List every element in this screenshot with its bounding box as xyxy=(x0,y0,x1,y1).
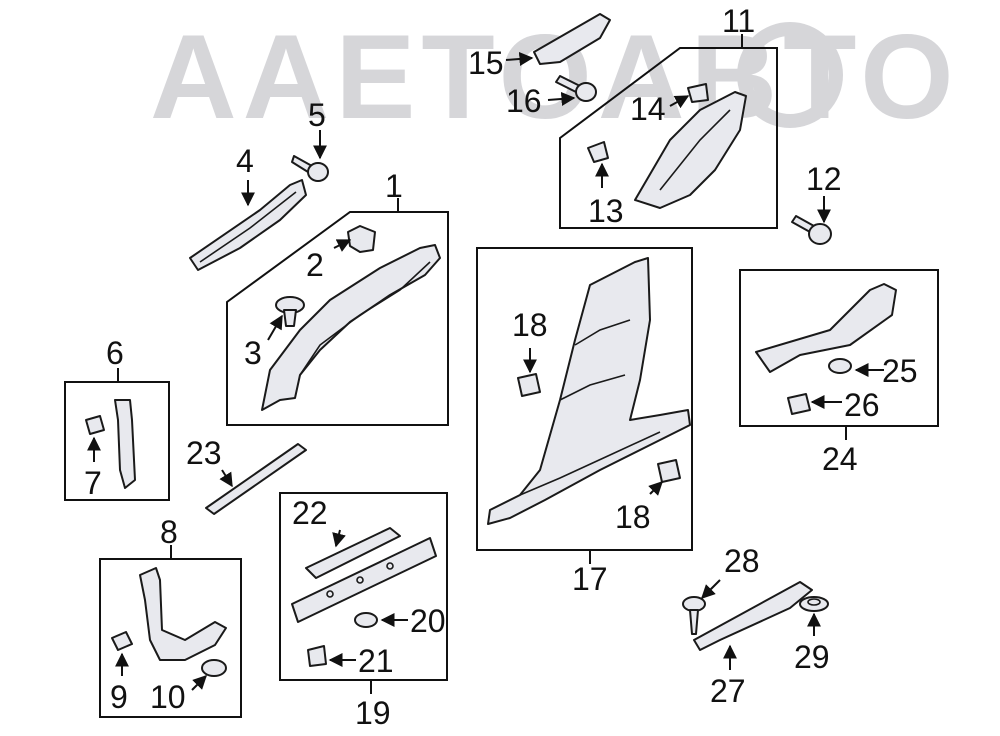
group-1: 1 2 3 xyxy=(226,168,449,426)
callout-16: 16 xyxy=(506,83,542,119)
callout-6: 6 xyxy=(106,335,124,371)
callout-20: 20 xyxy=(410,603,446,639)
nut-29: 29 xyxy=(794,596,830,675)
callout-1: 1 xyxy=(385,168,403,204)
watermark-logo: AAETOABTO xyxy=(150,10,954,144)
watermark-ring-icon xyxy=(737,22,843,128)
callout-29: 29 xyxy=(794,639,830,675)
trim-8 xyxy=(139,567,227,661)
group-11: 11 13 14 xyxy=(559,3,778,229)
bolt-28: 28 xyxy=(682,543,760,635)
callout-21: 21 xyxy=(358,643,394,679)
callout-25: 25 xyxy=(882,353,918,389)
sill-plate-19 xyxy=(291,537,437,623)
clip-13 xyxy=(587,141,609,163)
callout-3: 3 xyxy=(244,335,262,371)
b-pillar-trim-17 xyxy=(487,257,691,525)
strip-23: 23 xyxy=(186,435,307,515)
clip-9 xyxy=(111,631,133,651)
callout-17: 17 xyxy=(572,561,608,597)
bolt-16: 16 xyxy=(506,75,597,119)
group-19-frame xyxy=(279,492,448,681)
group-8: 8 9 10 xyxy=(99,514,242,718)
callout-15: 15 xyxy=(468,45,504,81)
callout-14: 14 xyxy=(630,91,666,127)
clip-21 xyxy=(307,645,327,667)
callout-18-upper: 18 xyxy=(512,307,548,343)
callout-28: 28 xyxy=(724,543,760,579)
push-pin-20 xyxy=(354,612,378,628)
trim-24 xyxy=(755,283,897,373)
callout-19: 19 xyxy=(355,695,391,731)
callout-4: 4 xyxy=(236,143,254,179)
callout-13: 13 xyxy=(588,193,624,229)
group-19: 22 20 21 19 xyxy=(279,492,448,731)
callout-9: 9 xyxy=(110,679,128,715)
callout-12: 12 xyxy=(806,161,842,197)
callout-8: 8 xyxy=(160,514,178,550)
group-1-frame xyxy=(226,211,449,426)
a-pillar-trim xyxy=(261,244,441,411)
clip-18-upper xyxy=(517,373,541,397)
clip-18-lower xyxy=(657,459,681,483)
clip-2 xyxy=(347,225,376,253)
bolt-5: 5 xyxy=(291,97,329,182)
bolt-12: 12 xyxy=(791,161,842,245)
group-24-frame xyxy=(739,269,939,427)
bracket-4: 4 xyxy=(189,143,307,271)
bracket-27: 27 xyxy=(693,581,813,709)
callout-24: 24 xyxy=(822,441,858,477)
callout-5: 5 xyxy=(308,97,326,133)
trim-6 xyxy=(114,399,136,489)
bracket-22 xyxy=(305,527,401,579)
clip-26 xyxy=(787,393,811,415)
callout-26: 26 xyxy=(844,387,880,423)
group-24: 25 26 24 xyxy=(739,269,939,477)
callout-2: 2 xyxy=(306,247,324,283)
group-6: 6 7 xyxy=(64,335,170,501)
callout-18-lower: 18 xyxy=(615,499,651,535)
clip-7 xyxy=(85,415,105,435)
group-17: 18 18 17 xyxy=(476,247,693,597)
callout-22: 22 xyxy=(292,495,328,531)
callout-27: 27 xyxy=(710,673,746,709)
group-11-frame xyxy=(559,47,778,229)
bracket-15: 15 xyxy=(468,13,611,81)
callout-7: 7 xyxy=(84,465,102,501)
callout-23: 23 xyxy=(186,435,222,471)
callout-10: 10 xyxy=(150,679,186,715)
callout-11: 11 xyxy=(722,3,755,39)
group-17-frame xyxy=(476,247,693,551)
clip-14 xyxy=(687,83,709,103)
push-pin-25 xyxy=(828,358,852,374)
push-pin-10 xyxy=(201,659,227,677)
